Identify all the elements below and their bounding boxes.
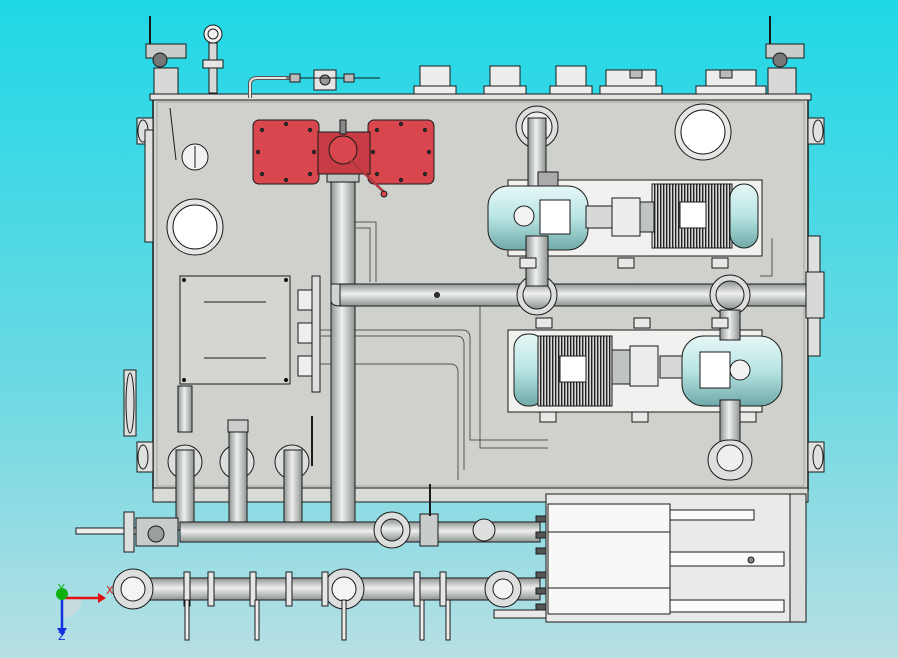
lower-manifold-1 [75,484,541,553]
duplex-filter [252,119,435,198]
upper-header-pipe [330,271,825,319]
axis-y-label: Y [57,582,65,595]
control-cabinet [535,493,807,623]
lower-pump-skid [507,309,783,481]
top-left-fittings [145,16,380,98]
axis-z-label: Z [58,630,66,643]
top-right-fittings [765,16,805,95]
axis-x-label: X [106,584,114,597]
top-nozzles [413,65,767,95]
side-lugs [123,117,825,473]
riser-pipe [326,167,360,523]
manholes [166,103,732,256]
axis-triad [56,588,106,636]
suction-pipes [167,385,313,531]
skid-feet [519,257,757,423]
lower-manifold-2 [112,568,555,641]
thin-tubing [320,221,773,480]
upper-pump-skid [487,105,763,287]
inspection-panel [179,275,321,393]
